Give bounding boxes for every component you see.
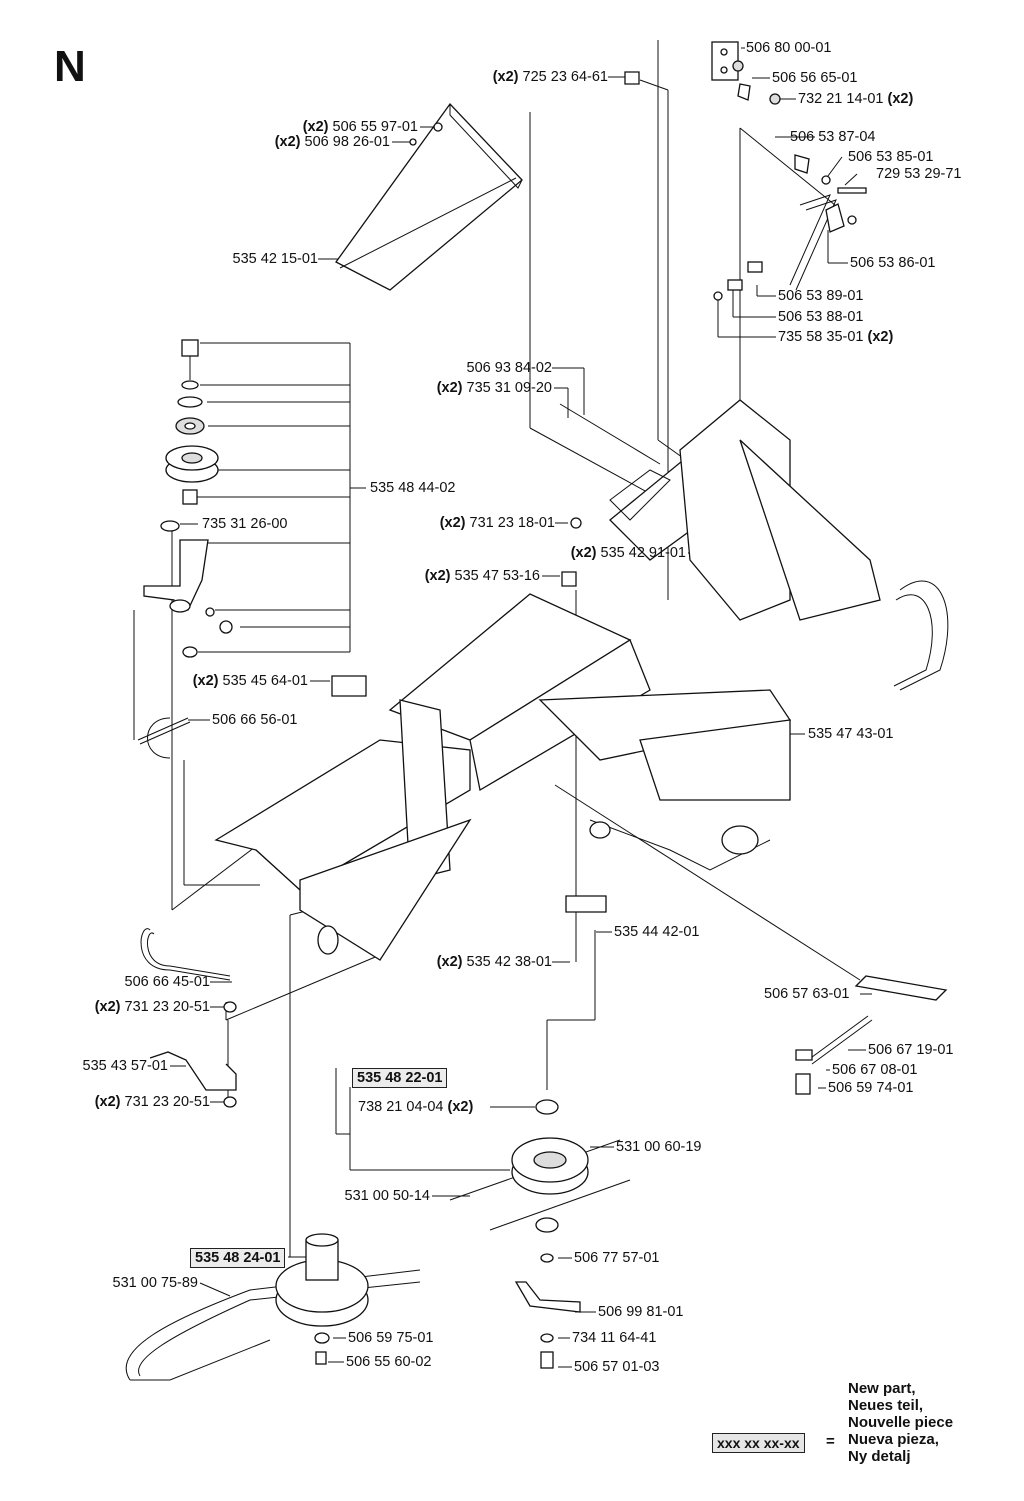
section-letter: N bbox=[54, 42, 86, 91]
label-731-23-20-51-a[interactable]: (x2) 731 23 20-51 bbox=[94, 999, 210, 1015]
label-735-58-35-01[interactable]: 735 58 35-01 (x2) bbox=[778, 329, 894, 345]
label-506-57-63-01[interactable]: 506 57 63-01 bbox=[764, 986, 850, 1002]
legend-line-fr: Nouvelle piece bbox=[848, 1414, 954, 1431]
label-535-48-24-01-new[interactable]: 535 48 24-01 bbox=[190, 1248, 286, 1268]
label-506-53-88-01[interactable]: 506 53 88-01 bbox=[778, 309, 864, 325]
label-506-66-56-01[interactable]: 506 66 56-01 bbox=[212, 712, 298, 728]
label-506-53-86-01[interactable]: 506 53 86-01 bbox=[850, 255, 936, 271]
bracket-hardware bbox=[624, 41, 867, 301]
label-506-53-85-01[interactable]: 506 53 85-01 bbox=[848, 149, 934, 165]
label-738-21-04-04[interactable]: 738 21 04-04 (x2) bbox=[358, 1099, 474, 1115]
label-531-00-75-89[interactable]: 531 00 75-89 bbox=[112, 1275, 198, 1291]
label-506-53-87-04[interactable]: 506 53 87-04 bbox=[790, 129, 876, 145]
label-535-47-53-16[interactable]: (x2) 535 47 53-16 bbox=[424, 568, 540, 584]
belt-guard-plate bbox=[335, 102, 523, 291]
label-734-11-64-41[interactable]: 734 11 64-41 bbox=[572, 1330, 657, 1346]
label-535-47-43-01[interactable]: 535 47 43-01 bbox=[808, 726, 894, 742]
label-729-53-29-71[interactable]: 729 53 29-71 bbox=[876, 166, 962, 182]
label-535-44-42-01[interactable]: 535 44 42-01 bbox=[614, 924, 700, 940]
legend-line-sv: Ny detalj bbox=[848, 1448, 911, 1465]
legend-line-de: Neues teil, bbox=[848, 1397, 924, 1414]
legend-line-en: New part, bbox=[848, 1380, 916, 1397]
label-506-98-26-01[interactable]: (x2) 506 98 26-01 bbox=[274, 134, 390, 150]
label-535-42-38-01[interactable]: (x2) 535 42 38-01 bbox=[436, 954, 552, 970]
label-535-42-15-01[interactable]: 535 42 15-01 bbox=[232, 251, 318, 267]
pulleys-and-belts bbox=[125, 1099, 631, 1381]
label-506-67-19-01[interactable]: 506 67 19-01 bbox=[868, 1042, 954, 1058]
tractor-frame bbox=[147, 399, 949, 961]
label-506-80-00-01[interactable]: 506 80 00-01 bbox=[746, 40, 832, 56]
label-535-43-57-01[interactable]: 535 43 57-01 bbox=[82, 1058, 168, 1074]
label-531-00-50-14[interactable]: 531 00 50-14 bbox=[344, 1188, 430, 1204]
label-506-55-60-02[interactable]: 506 55 60-02 bbox=[346, 1354, 432, 1370]
label-735-31-26-00[interactable]: 735 31 26-00 bbox=[202, 516, 288, 532]
label-535-45-64-01[interactable]: (x2) 535 45 64-01 bbox=[192, 673, 308, 689]
label-506-55-97-01[interactable]: (x2) 506 55 97-01 bbox=[302, 119, 418, 135]
new-part-legend-text: New part, Neues teil, Nouvelle piece Nue… bbox=[848, 1380, 953, 1465]
label-506-57-01-03[interactable]: 506 57 01-03 bbox=[574, 1359, 660, 1375]
label-506-67-08-01[interactable]: 506 67 08-01 bbox=[832, 1062, 918, 1078]
label-535-48-22-01-new[interactable]: 535 48 22-01 bbox=[352, 1068, 448, 1088]
label-506-59-75-01[interactable]: 506 59 75-01 bbox=[348, 1330, 434, 1346]
lower-parts bbox=[140, 895, 948, 1108]
label-506-77-57-01[interactable]: 506 77 57-01 bbox=[574, 1250, 660, 1266]
label-506-66-45-01[interactable]: 506 66 45-01 bbox=[124, 974, 210, 990]
label-725-23-64-61[interactable]: (x2) 725 23 64-61 bbox=[492, 69, 608, 85]
label-535-42-91-01[interactable]: (x2) 535 42 91-01 bbox=[570, 545, 686, 561]
label-506-93-84-02[interactable]: 506 93 84-02 bbox=[466, 360, 552, 376]
label-531-00-60-19[interactable]: 531 00 60-19 bbox=[616, 1139, 702, 1155]
label-731-23-20-51-b[interactable]: (x2) 731 23 20-51 bbox=[94, 1094, 210, 1110]
label-506-56-65-01[interactable]: 506 56 65-01 bbox=[772, 70, 858, 86]
label-535-48-44-02[interactable]: 535 48 44-02 bbox=[370, 480, 456, 496]
legend-equals: = bbox=[826, 1433, 835, 1450]
legend-line-es: Nueva pieza, bbox=[848, 1431, 939, 1448]
label-506-59-74-01[interactable]: 506 59 74-01 bbox=[828, 1080, 914, 1096]
label-735-31-09-20[interactable]: (x2) 735 31 09-20 bbox=[436, 380, 552, 396]
label-506-99-81-01[interactable]: 506 99 81-01 bbox=[598, 1304, 684, 1320]
label-506-53-89-01[interactable]: 506 53 89-01 bbox=[778, 288, 864, 304]
idler-pulley-stack bbox=[137, 339, 233, 745]
label-731-23-18-01[interactable]: (x2) 731 23 18-01 bbox=[439, 515, 555, 531]
new-part-legend-box: xxx xx xx-xx bbox=[712, 1433, 805, 1453]
label-732-21-14-01[interactable]: 732 21 14-01 (x2) bbox=[798, 91, 914, 107]
